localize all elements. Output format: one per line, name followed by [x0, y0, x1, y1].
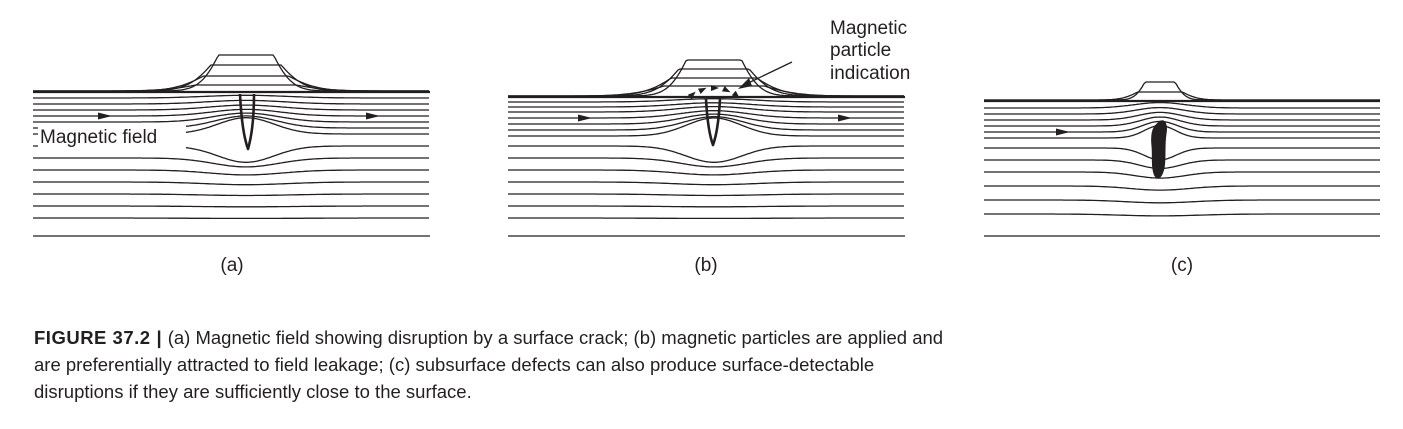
field-arrow-a-right: [366, 112, 380, 120]
a-field-line-13: [33, 205, 429, 208]
b-field-line-1: [508, 98, 904, 103]
b-field-line-13: [508, 205, 904, 208]
a-field-line-12: [33, 193, 429, 197]
b-field-line-8: [508, 145, 904, 163]
a-field-line-3: [33, 104, 429, 111]
surface-crack-a: [238, 93, 256, 151]
particle-5: [731, 90, 740, 99]
b-leakage-line-4: [508, 85, 904, 97]
figure-caption: FIGURE 37.2|(a) Magnetic field showing d…: [34, 324, 964, 405]
field-arrow-a-left: [98, 112, 112, 120]
a-field-line-11: [33, 181, 429, 186]
c-field-line-4: [984, 116, 1380, 127]
panel-b: [508, 59, 905, 237]
figure-diagram: Magnetic field (a) Magnetic particle ind…: [33, 18, 1380, 276]
c-field-line-2: [984, 106, 1380, 115]
a-leakage-line-3: [33, 75, 429, 92]
indication-label-line-3: indication: [830, 63, 910, 84]
b-field-line-11: [508, 181, 904, 186]
panel-a-label: (a): [220, 255, 243, 276]
c-leakage-line-2: [984, 91, 1380, 101]
c-field-line-9: [984, 171, 1380, 179]
c-field-line-1: [984, 101, 1380, 109]
field-arrow-c: [1056, 128, 1070, 136]
field-label-background: [38, 124, 186, 150]
c-field-line-12: [984, 213, 1380, 217]
indication-label-line-1: Magnetic: [830, 18, 907, 39]
subsurface-defect-c: [1151, 120, 1167, 179]
a-field-line-9: [33, 157, 429, 168]
b-field-line-12: [508, 193, 904, 197]
panel-b-label: (b): [694, 255, 717, 276]
b-field-line-6: [508, 116, 904, 131]
a-field-line-2: [33, 99, 429, 105]
particle-4: [721, 85, 731, 93]
b-field-line-7: [508, 117, 904, 137]
figure-number: FIGURE 37.2: [34, 327, 151, 348]
surface-crack-b: [704, 98, 722, 147]
particle-1: [687, 91, 696, 100]
a-field-line-1: [33, 94, 429, 99]
c-field-line-5: [984, 120, 1380, 133]
c-field-line-10: [984, 185, 1380, 191]
particle-2: [697, 87, 707, 95]
c-leakage-line-1: [984, 81, 1380, 101]
caption-text: (a) Magnetic field showing disruption by…: [34, 327, 944, 402]
particle-3: [711, 85, 719, 91]
caption-separator: |: [156, 327, 162, 348]
a-field-line-5: [33, 112, 429, 123]
b-field-line-9: [508, 157, 904, 168]
indication-label-line-2: particle: [830, 40, 891, 61]
magnetic-field-label: Magnetic field: [40, 127, 157, 148]
c-field-line-3: [984, 111, 1380, 121]
c-field-line-8: [984, 159, 1380, 170]
field-arrow-b-left: [578, 114, 592, 122]
a-leakage-line-2: [33, 64, 429, 92]
c-field-line-11: [984, 199, 1380, 204]
a-leakage-line-4: [33, 84, 429, 92]
a-field-line-10: [33, 169, 429, 176]
panel-c-label: (c): [1171, 255, 1193, 276]
c-field-line-7: [984, 147, 1380, 161]
field-arrow-b-right: [838, 114, 852, 122]
b-field-line-10: [508, 169, 904, 176]
panel-c: [984, 81, 1380, 237]
indication-leader-arrow: [738, 78, 752, 89]
c-field-line-6: [984, 124, 1380, 139]
